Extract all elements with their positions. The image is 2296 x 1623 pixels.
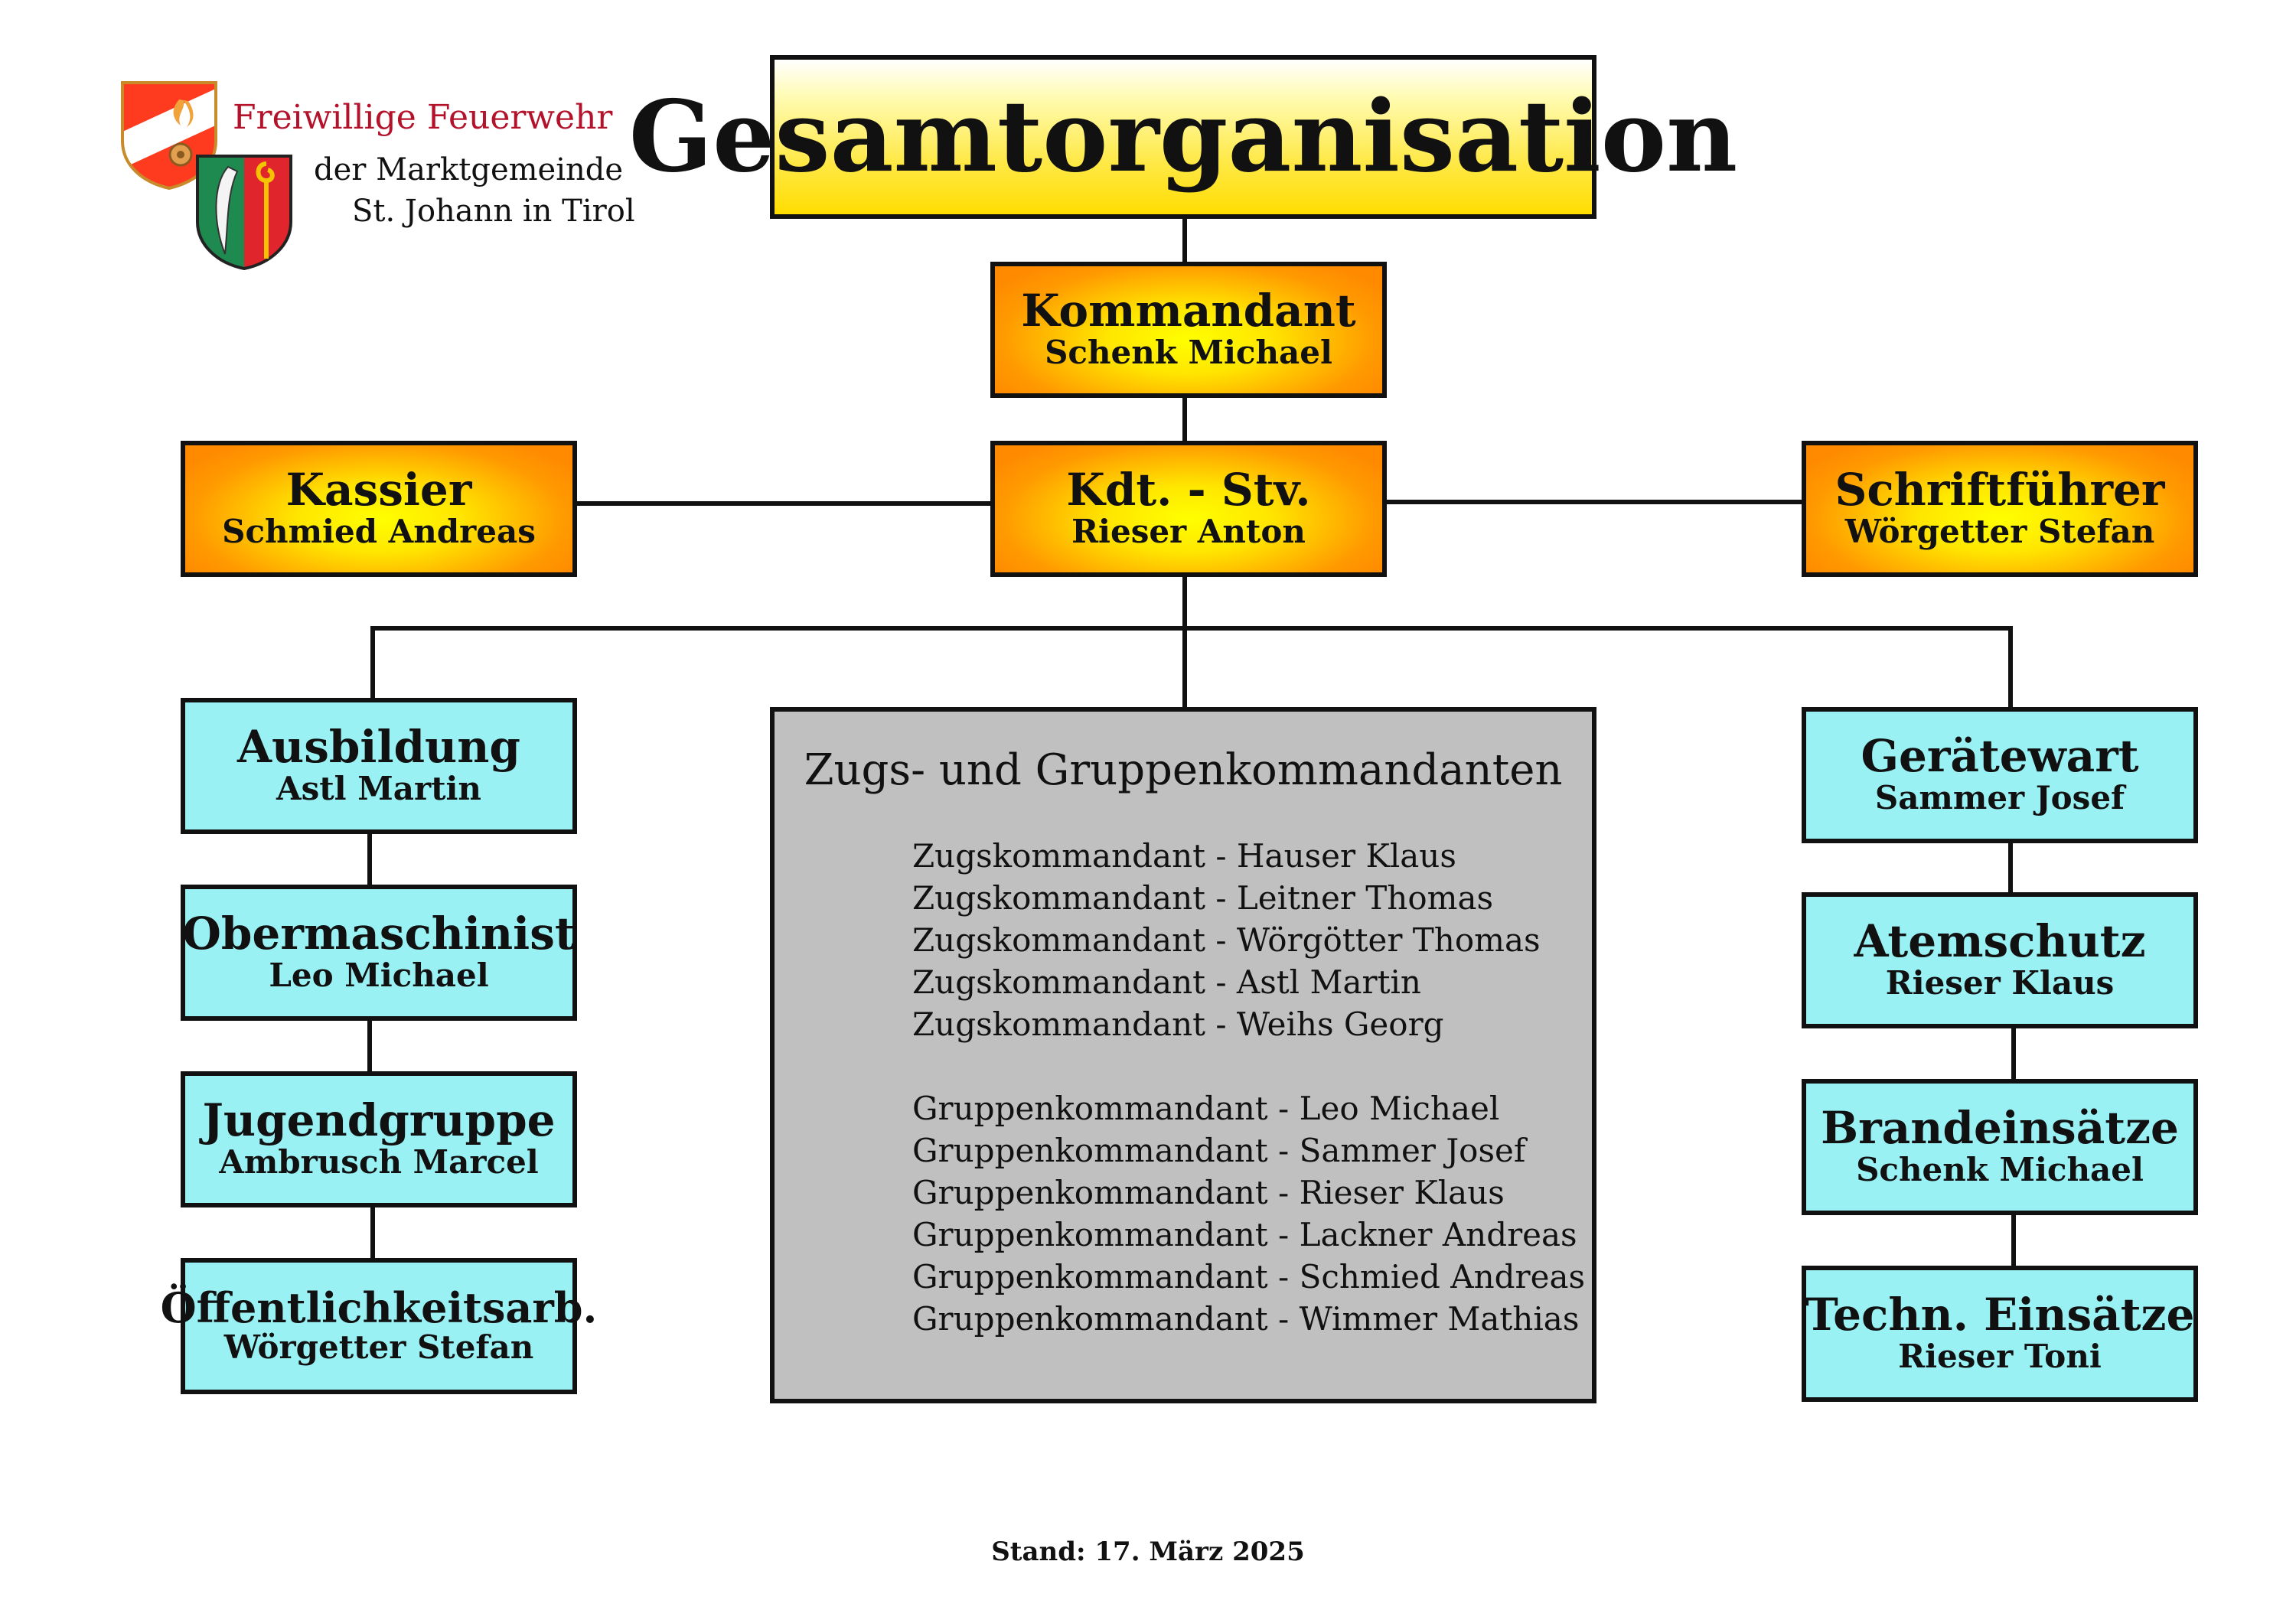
connector-left-3-4 <box>370 1204 375 1261</box>
fire-brigade-shield-icon <box>121 81 217 191</box>
geraetewart-title: Gerätewart <box>1861 730 2139 783</box>
jugendgruppe-title: Jugendgruppe <box>202 1094 556 1147</box>
org-name: Freiwillige Feuerwehr <box>233 98 613 137</box>
list-item: Gruppenkommandant - Wimmer Mathias <box>912 1300 1580 1338</box>
obermaschinist-name: Leo Michael <box>269 957 489 995</box>
list-item: Gruppenkommandant - Lackner Andreas <box>912 1216 1577 1253</box>
kommandant-box: Kommandant Schenk Michael <box>990 262 1387 398</box>
leaders-box: Zugs- und Gruppenkommandanten Zugskomman… <box>770 707 1596 1403</box>
brandeinsaetze-name: Schenk Michael <box>1856 1151 2144 1189</box>
techn-einsaetze-title: Techn. Einsätze <box>1805 1289 2195 1341</box>
ausbildung-title: Ausbildung <box>237 721 520 774</box>
schriftfuehrer-box: Schriftführer Wörgetter Stefan <box>1802 441 2198 577</box>
org-subtitle-line1: der Marktgemeinde <box>314 152 624 187</box>
kassier-name: Schmied Andreas <box>222 513 536 551</box>
connector-branch-right <box>2008 626 2013 710</box>
list-item: Zugskommandant - Weihs Georg <box>912 1005 1444 1043</box>
page-title: Gesamtorganisation <box>628 80 1738 194</box>
list-item: Gruppenkommandant - Rieser Klaus <box>912 1174 1505 1211</box>
org-subtitle-line2: St. Johann in Tirol <box>352 194 635 229</box>
kassier-box: Kassier Schmied Andreas <box>181 441 577 577</box>
jugendgruppe-name: Ambrusch Marcel <box>219 1143 539 1181</box>
list-item: Zugskommandant - Hauser Klaus <box>912 837 1456 875</box>
geraetewart-name: Sammer Josef <box>1874 779 2125 817</box>
schriftfuehrer-name: Wörgetter Stefan <box>1844 513 2155 551</box>
schriftfuehrer-title: Schriftführer <box>1835 464 2165 517</box>
gruppenkommandanten-list: Gruppenkommandant - Leo Michael Gruppenk… <box>912 1087 1585 1340</box>
connector-stv-schriftfuehrer <box>1387 500 1806 504</box>
connector-branch-left <box>370 626 375 701</box>
kommandant-name: Schenk Michael <box>1045 334 1332 372</box>
ausbildung-box: Ausbildung Astl Martin <box>181 698 577 834</box>
list-item: Zugskommandant - Astl Martin <box>912 963 1421 1001</box>
ausbildung-name: Astl Martin <box>276 770 481 808</box>
municipal-coat-of-arms-icon <box>196 155 292 271</box>
list-item: Zugskommandant - Leitner Thomas <box>912 879 1494 917</box>
connector-right-2-3 <box>2011 1025 2016 1082</box>
list-item: Gruppenkommandant - Sammer Josef <box>912 1132 1526 1169</box>
brandeinsaetze-box: Brandeinsätze Schenk Michael <box>1802 1079 2198 1215</box>
geraetewart-box: Gerätewart Sammer Josef <box>1802 707 2198 843</box>
oeffentlichkeitsarbeit-name: Wörgetter Stefan <box>223 1328 534 1367</box>
techn-einsaetze-box: Techn. Einsätze Rieser Toni <box>1802 1266 2198 1402</box>
brandeinsaetze-title: Brandeinsätze <box>1821 1102 2179 1155</box>
connector-left-1-2 <box>367 831 372 888</box>
connector-stv-trunk <box>1182 574 1187 710</box>
oeffentlichkeitsarbeit-box: Öffentlichkeitsarb. Wörgetter Stefan <box>161 1258 597 1394</box>
stellvertreter-name: Rieser Anton <box>1071 513 1306 551</box>
stellvertreter-box: Kdt. - Stv. Rieser Anton <box>990 441 1387 577</box>
oeffentlichkeitsarbeit-title: Öffentlichkeitsarb. <box>160 1282 598 1332</box>
list-item: Zugskommandant - Wörgötter Thomas <box>912 921 1541 959</box>
stand-date: Stand: 17. März 2025 <box>991 1537 1305 1567</box>
connector-right-3-4 <box>2011 1212 2016 1269</box>
title-box: Gesamtorganisation <box>629 55 1737 219</box>
stellvertreter-title: Kdt. - Stv. <box>1066 464 1311 517</box>
leaders-heading: Zugs- und Gruppenkommandanten <box>804 745 1563 795</box>
list-item: Gruppenkommandant - Leo Michael <box>912 1090 1500 1127</box>
atemschutz-box: Atemschutz Rieser Klaus <box>1802 892 2198 1028</box>
connector-branch-horizontal <box>370 626 2013 631</box>
connector-kassier-stv <box>577 501 993 506</box>
logo: Freiwillige Feuerwehr <box>119 80 612 271</box>
kassier-title: Kassier <box>285 464 472 517</box>
connector-kommandant-stv <box>1182 396 1187 444</box>
zugskommandanten-list: Zugskommandant - Hauser Klaus Zugskomman… <box>912 835 1541 1045</box>
obermaschinist-title: Obermaschinist <box>182 908 576 960</box>
obermaschinist-box: Obermaschinist Leo Michael <box>181 885 577 1021</box>
atemschutz-title: Atemschutz <box>1854 915 2146 968</box>
jugendgruppe-box: Jugendgruppe Ambrusch Marcel <box>181 1071 577 1207</box>
connector-title-kommandant <box>1182 217 1187 265</box>
connector-right-1-2 <box>2008 840 2013 895</box>
kommandant-title: Kommandant <box>1021 285 1356 337</box>
list-item: Gruppenkommandant - Schmied Andreas <box>912 1258 1586 1295</box>
atemschutz-name: Rieser Klaus <box>1885 964 2115 1002</box>
connector-left-2-3 <box>367 1018 372 1074</box>
techn-einsaetze-name: Rieser Toni <box>1898 1338 2102 1376</box>
